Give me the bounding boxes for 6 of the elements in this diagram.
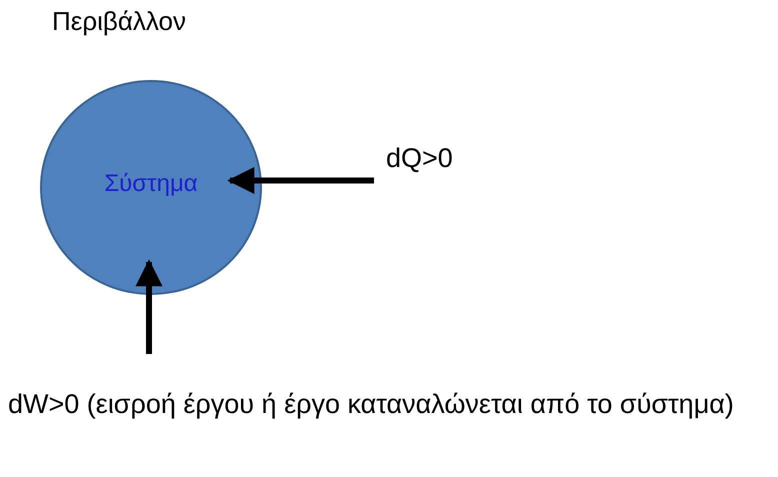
arrow (227, 167, 374, 194)
arrow (136, 259, 162, 354)
system-label: Σύστημα (104, 170, 198, 198)
environment-label: Περιβάλλον (52, 6, 186, 37)
annotation-text: dQ>0 (386, 136, 506, 180)
annotation-text: dW>0 (εισροή έργου ή έργο καταναλώνεται από το σύστημα) (8, 382, 776, 472)
